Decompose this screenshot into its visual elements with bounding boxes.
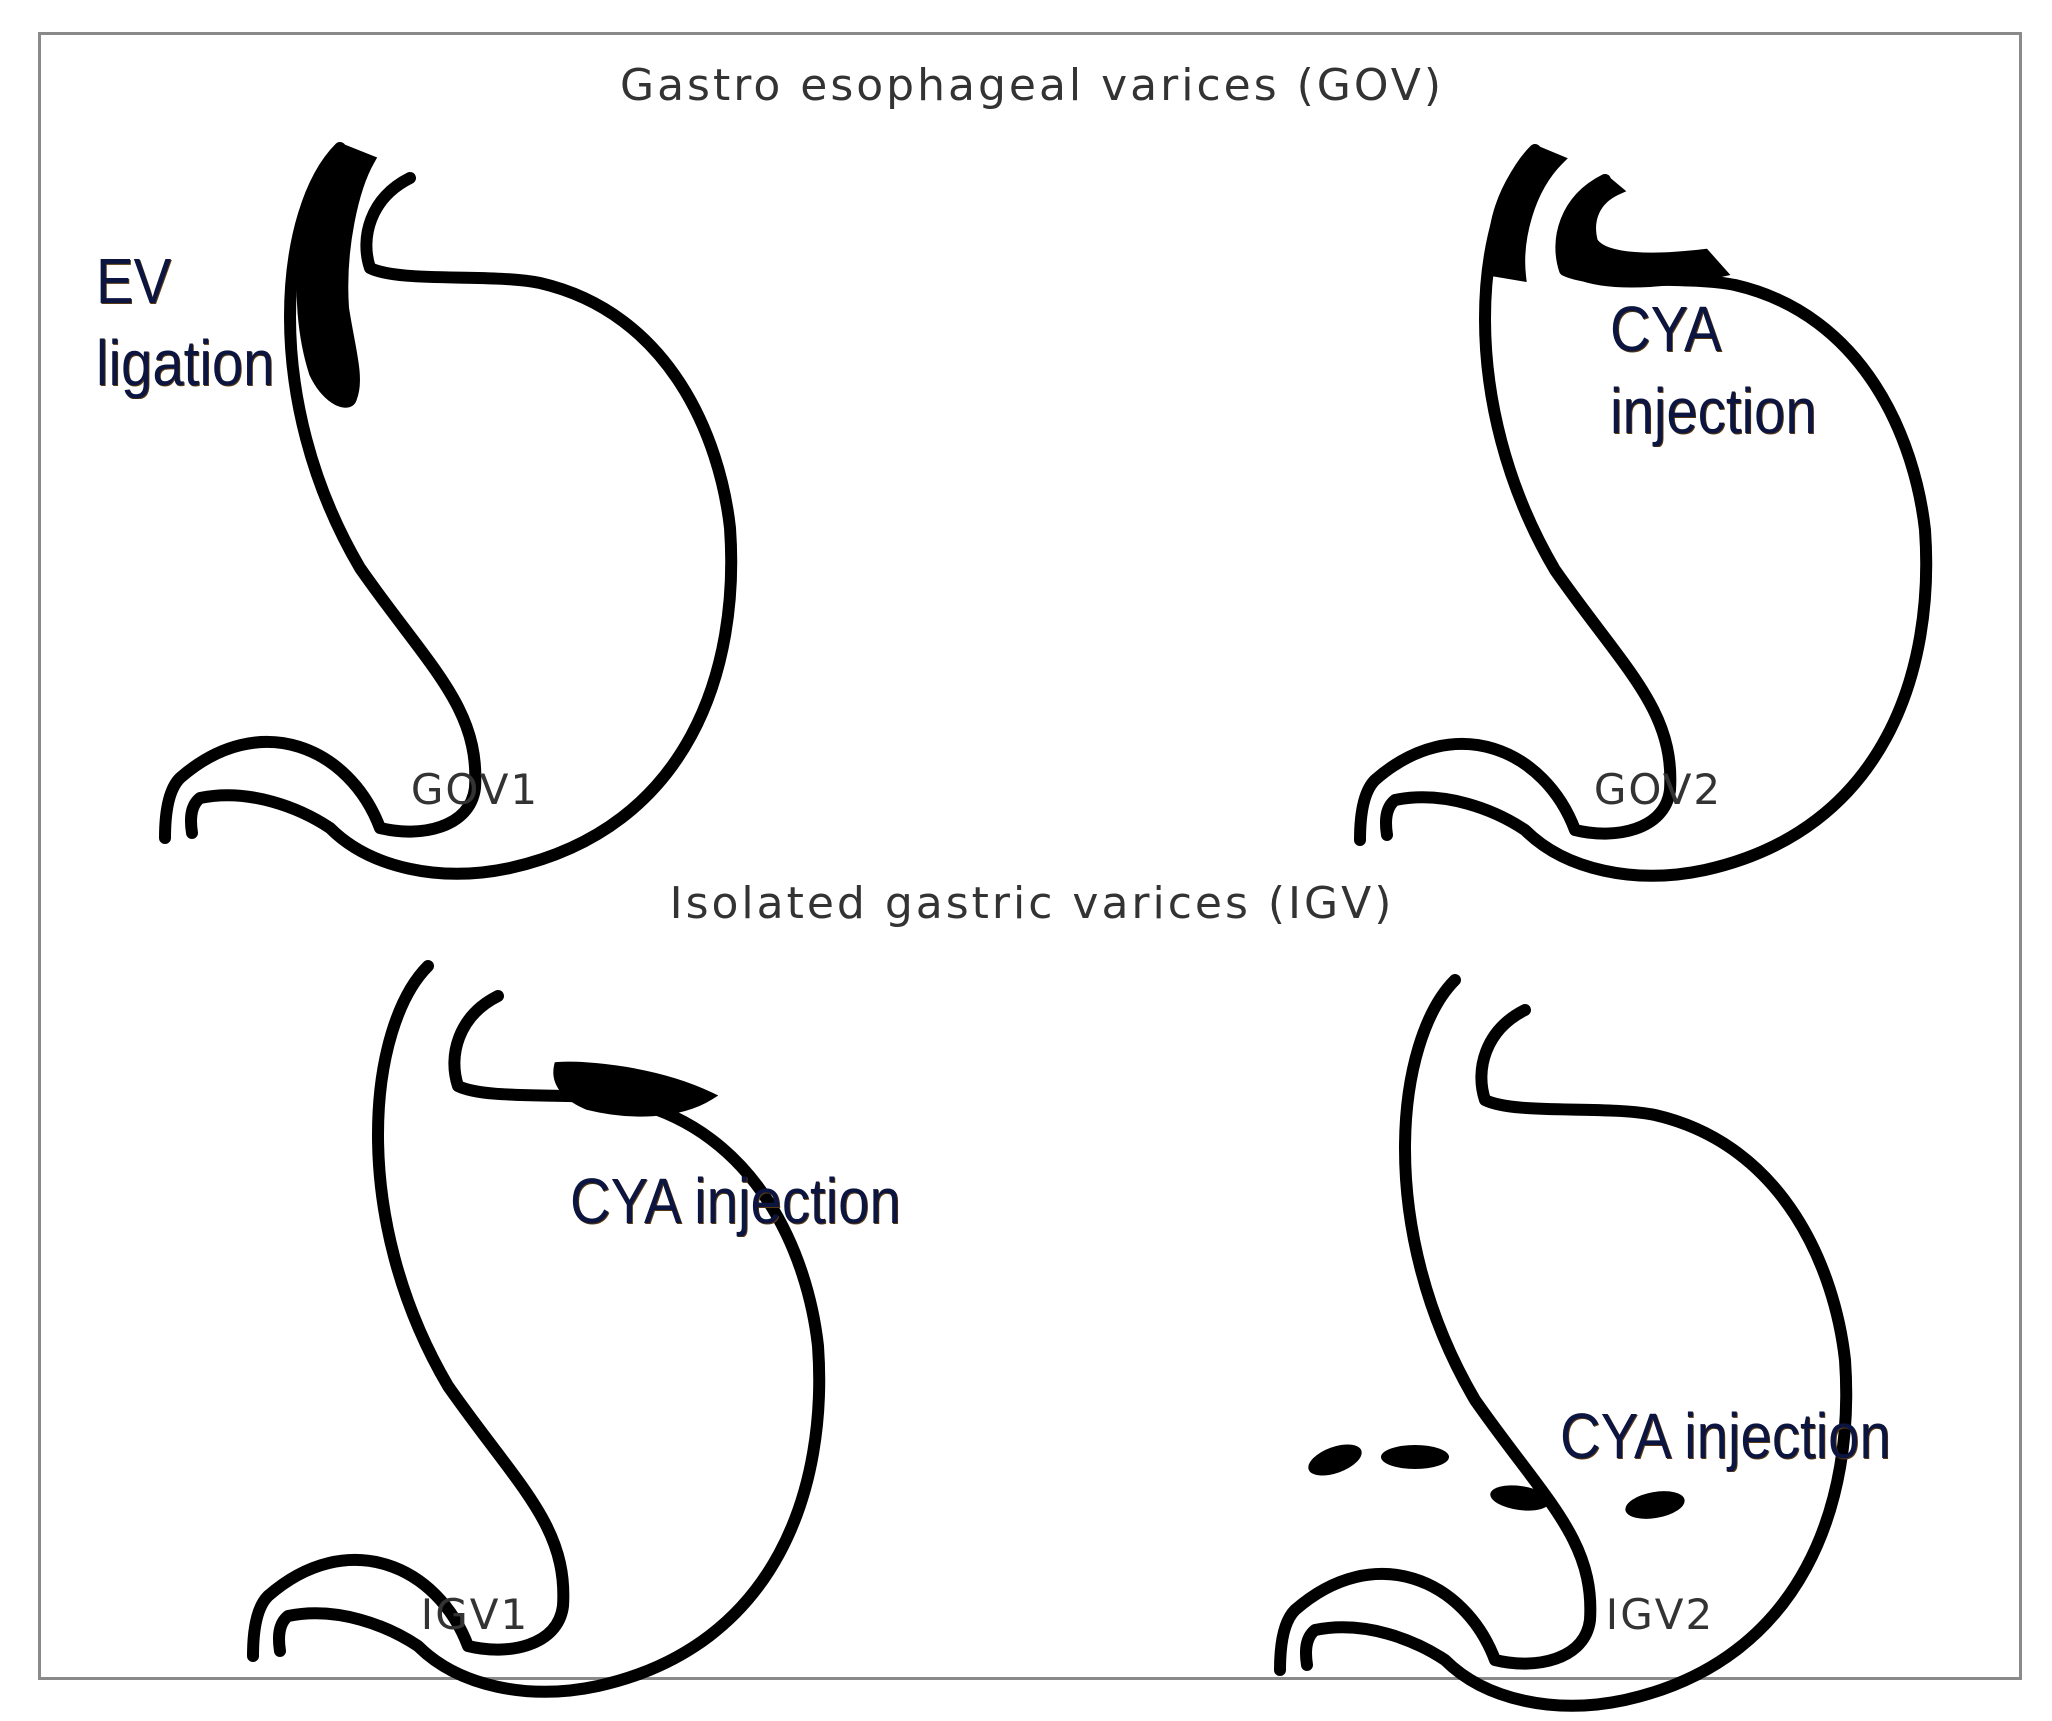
gov2-esophageal-varix — [1488, 144, 1568, 283]
igv2-ectopic-varix-2 — [1381, 1445, 1449, 1469]
igv1-fundal-varix — [553, 1061, 719, 1117]
gov1-annotation: EV ligation — [96, 240, 274, 404]
igv1-stomach — [253, 966, 819, 1692]
gov2-stomach — [1360, 150, 1926, 876]
igv1-label: IGV1 — [420, 1590, 530, 1639]
gov2-cardia-varix — [1563, 173, 1731, 288]
igv2-label: IGV2 — [1605, 1590, 1715, 1639]
gov2-label: GOV2 — [1593, 765, 1723, 814]
igv2-ectopic-varix-3 — [1490, 1485, 1550, 1511]
igv-section-title: Isolated gastric varices (IGV) — [669, 878, 1395, 929]
gov2-annotation-line2: injection — [1610, 375, 1817, 447]
igv2-stomach — [1280, 980, 1846, 1706]
gov1-annotation-line2: ligation — [96, 327, 275, 399]
gov-section-title: Gastro esophageal varices (GOV) — [619, 60, 1445, 111]
igv1-annotation: CYA injection — [570, 1165, 901, 1237]
gov1-esophageal-varix — [296, 141, 378, 408]
gov1-label: GOV1 — [410, 765, 540, 814]
igv2-ectopic-varix-1 — [1308, 1444, 1362, 1476]
gov1-stomach — [165, 141, 731, 874]
gov2-annotation: CYA injection — [1610, 288, 1817, 452]
gov1-annotation-line1: EV — [96, 245, 172, 317]
igv2-annotation: CYA injection — [1560, 1400, 1891, 1472]
igv2-ectopic-varix-4 — [1625, 1491, 1685, 1519]
gov2-annotation-line1: CYA — [1610, 293, 1722, 365]
figure-frame — [38, 32, 2022, 1680]
